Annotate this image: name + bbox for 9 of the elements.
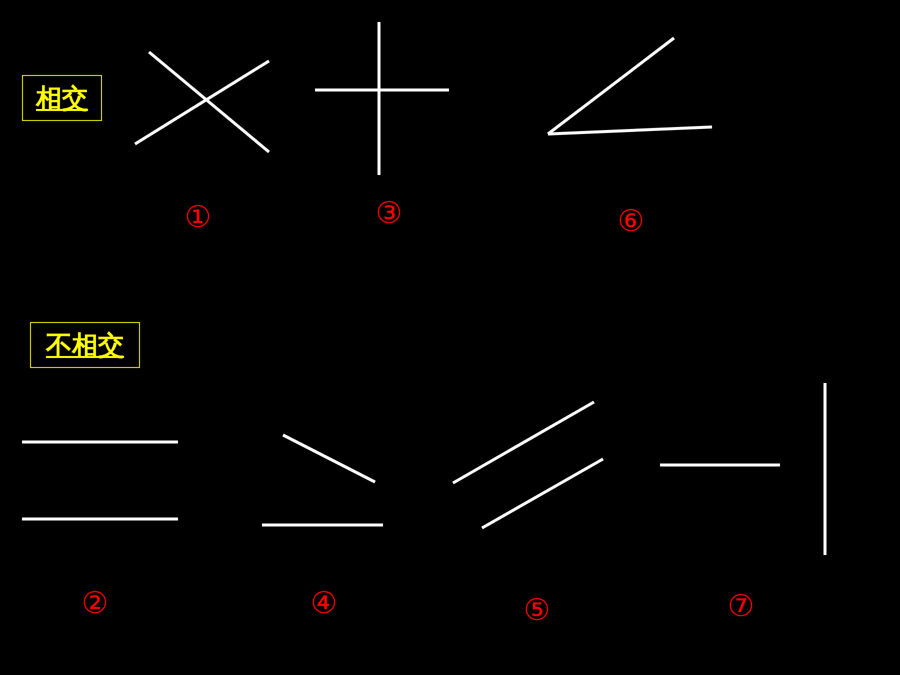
figure-number: ②	[82, 589, 108, 619]
label-box: 相交	[22, 75, 102, 121]
figure-number: ⑤	[524, 596, 550, 626]
figure-number: ①	[184, 203, 212, 233]
figure-number: ⑥	[618, 207, 644, 237]
label-box: 不相交	[30, 322, 140, 368]
figure-number: ④	[310, 589, 338, 619]
figure-number: ⑦	[728, 592, 754, 622]
figure-number: ③	[376, 199, 402, 229]
